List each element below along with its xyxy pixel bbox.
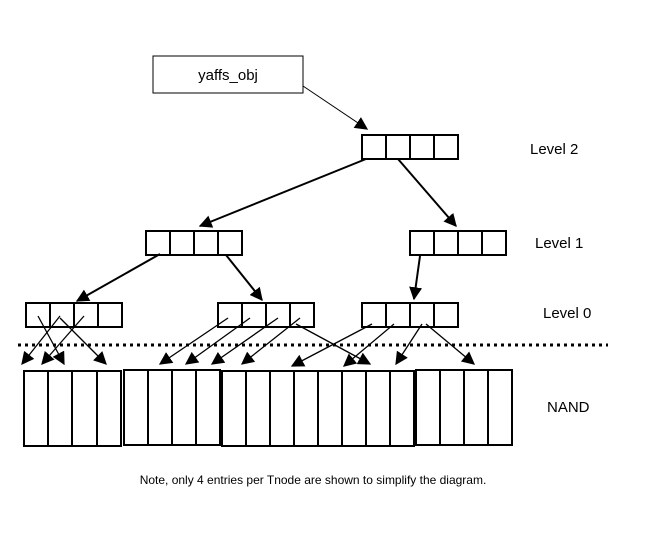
tree-arrows — [75, 158, 457, 302]
nand-block-2 — [123, 369, 221, 446]
tnode-level2 — [361, 134, 459, 160]
arrow-l2-to-l1-right — [397, 158, 457, 227]
tnode-level1-right — [409, 230, 507, 256]
arrow-l1r-to-l0-c — [409, 255, 423, 301]
nand-block-1 — [23, 370, 122, 447]
yaffs-obj-box: yaffs_obj — [152, 55, 304, 94]
tnode-level0-c — [361, 302, 459, 328]
tnode-level0-b — [217, 302, 315, 328]
level-2-label: Level 2 — [530, 141, 578, 158]
level-0-label: Level 0 — [543, 305, 591, 322]
tnode-level0-a — [25, 302, 123, 328]
nand-block-3 — [221, 370, 415, 447]
tnode-level1-left — [145, 230, 243, 256]
level-1-label: Level 1 — [535, 235, 583, 252]
arrow-l1-to-l0-a — [75, 253, 161, 302]
nand-block-4 — [415, 369, 513, 446]
nand-arrows — [21, 315, 475, 367]
arrow-l2-to-l1-left — [198, 158, 367, 228]
diagram-note: Note, only 4 entries per Tnode are shown… — [140, 473, 487, 487]
arrow-l1-to-l0-b — [225, 254, 263, 302]
yaffs-obj-label: yaffs_obj — [198, 67, 258, 84]
nand-label: NAND — [547, 399, 590, 416]
arrow-obj-to-level2 — [302, 85, 369, 130]
